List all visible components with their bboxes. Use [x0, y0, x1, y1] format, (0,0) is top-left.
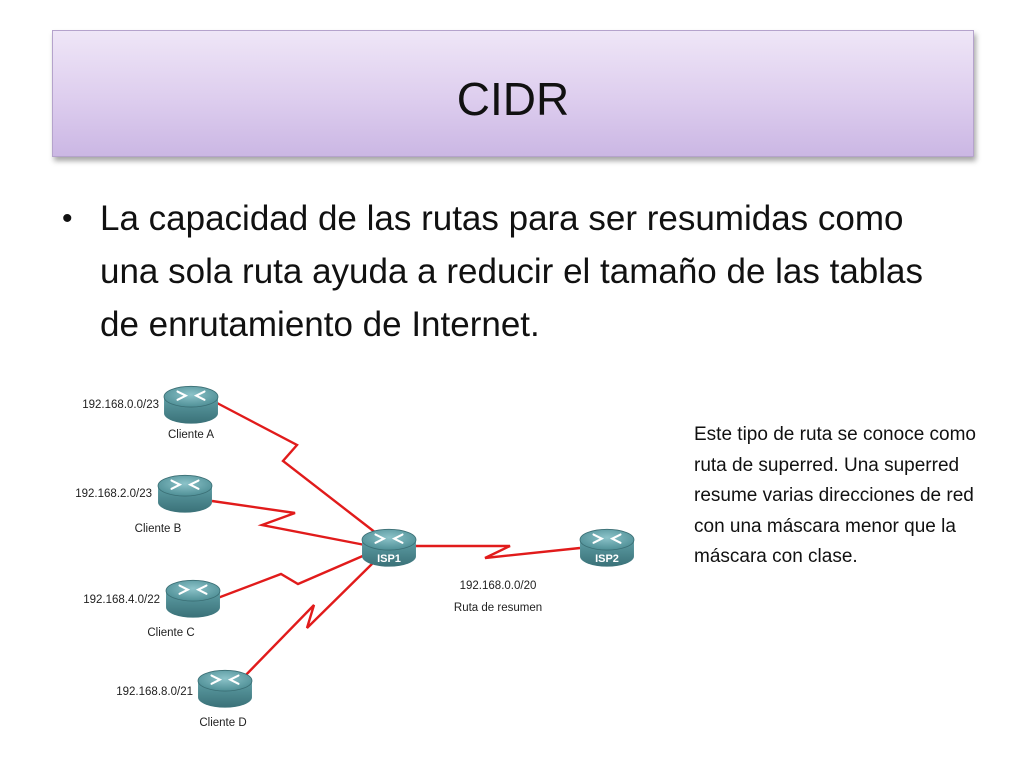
router-cliente-d	[197, 669, 253, 709]
router-isp2: ISP2	[579, 528, 635, 568]
slide-title: CIDR	[456, 72, 570, 125]
bullet-text: La capacidad de las rutas para ser resum…	[100, 199, 924, 344]
cliente-a-name: Cliente A	[168, 429, 214, 441]
cliente-c-network: 192.168.4.0/22	[83, 594, 160, 606]
router-cliente-c	[165, 579, 221, 619]
summary-route-network: 192.168.0.0/20	[460, 580, 537, 592]
cliente-a-network: 192.168.0.0/23	[82, 399, 159, 411]
link-cliente-b-isp1	[211, 499, 366, 547]
link-cliente-d-isp1	[239, 558, 378, 682]
summary-route-label: Ruta de resumen	[454, 602, 542, 614]
link-cliente-c-isp1	[214, 553, 366, 601]
cliente-d-name: Cliente D	[199, 717, 246, 729]
bullet-point: • La capacidad de las rutas para ser res…	[62, 192, 962, 351]
link-cliente-a-isp1	[216, 401, 377, 534]
cliente-b-name: Cliente B	[135, 523, 182, 535]
isp2-label: ISP2	[595, 553, 619, 565]
cliente-d-network: 192.168.8.0/21	[116, 686, 193, 698]
side-note: Este tipo de ruta se conoce como ruta de…	[694, 424, 976, 567]
router-cliente-a	[163, 385, 219, 425]
isp1-label: ISP1	[377, 553, 401, 565]
cliente-c-name: Cliente C	[147, 627, 194, 639]
router-cliente-b	[157, 474, 213, 514]
bullet-marker: •	[62, 202, 73, 235]
router-isp1: ISP1	[361, 528, 417, 568]
network-diagram: ISP1 ISP2 192.168.0.0/23 Cliente A 192.1…	[75, 385, 635, 729]
cliente-b-network: 192.168.2.0/23	[75, 488, 152, 500]
link-isp1-isp2	[412, 544, 581, 560]
title-banner: CIDR	[52, 30, 974, 157]
serial-links	[211, 401, 581, 682]
